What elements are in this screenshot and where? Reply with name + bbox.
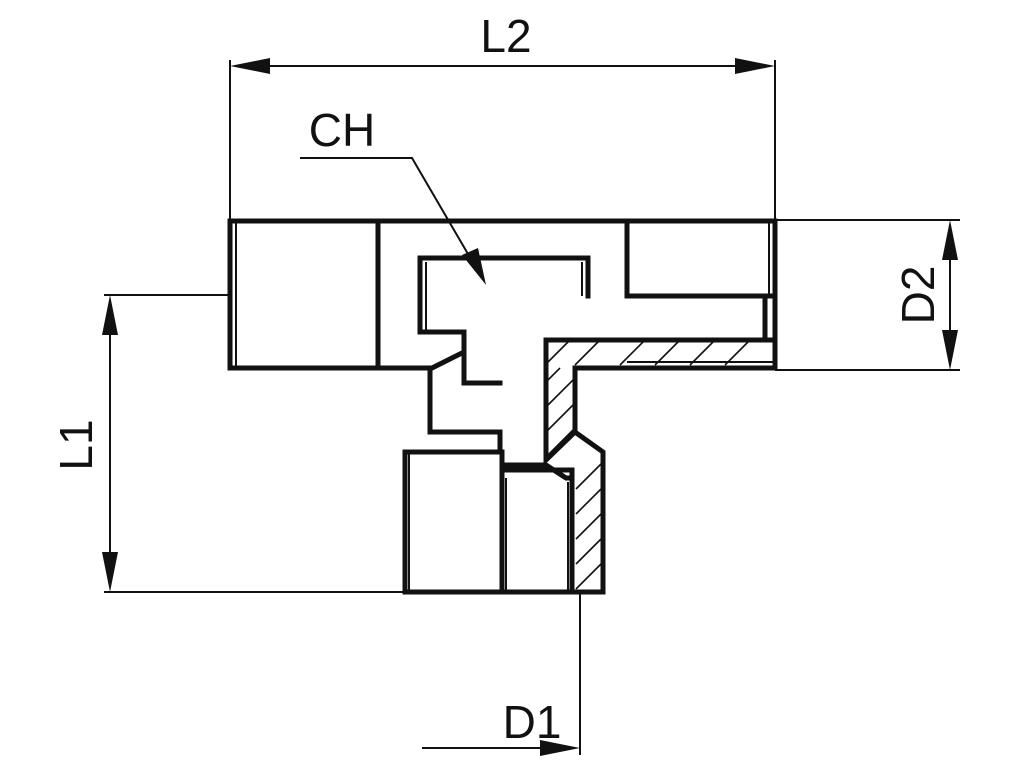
arrow-head (462, 248, 486, 285)
left-threaded-end (227, 218, 381, 371)
dimension-l1: L1 (50, 294, 405, 593)
label-d2: D2 (892, 266, 944, 325)
label-l2: L2 (480, 10, 531, 62)
arrow-head (102, 552, 118, 592)
arrow-head (735, 58, 775, 74)
hex-body (375, 218, 630, 435)
label-ch: CH (309, 104, 375, 156)
label-l1: L1 (50, 419, 102, 470)
arrow-head (102, 295, 118, 335)
dimension-d1: D1 (422, 592, 581, 756)
arrow-head (230, 58, 270, 74)
dimension-d2: D2 (775, 219, 960, 371)
right-threaded-end (624, 218, 778, 371)
label-d1: D1 (503, 696, 562, 748)
arrow-head (540, 740, 580, 756)
arrow-head (942, 220, 958, 260)
fitting-body (227, 218, 778, 595)
bottom-branch (402, 428, 606, 595)
arrow-head (942, 330, 958, 370)
dimension-l2: L2 (229, 10, 776, 220)
section-wall (543, 337, 768, 466)
